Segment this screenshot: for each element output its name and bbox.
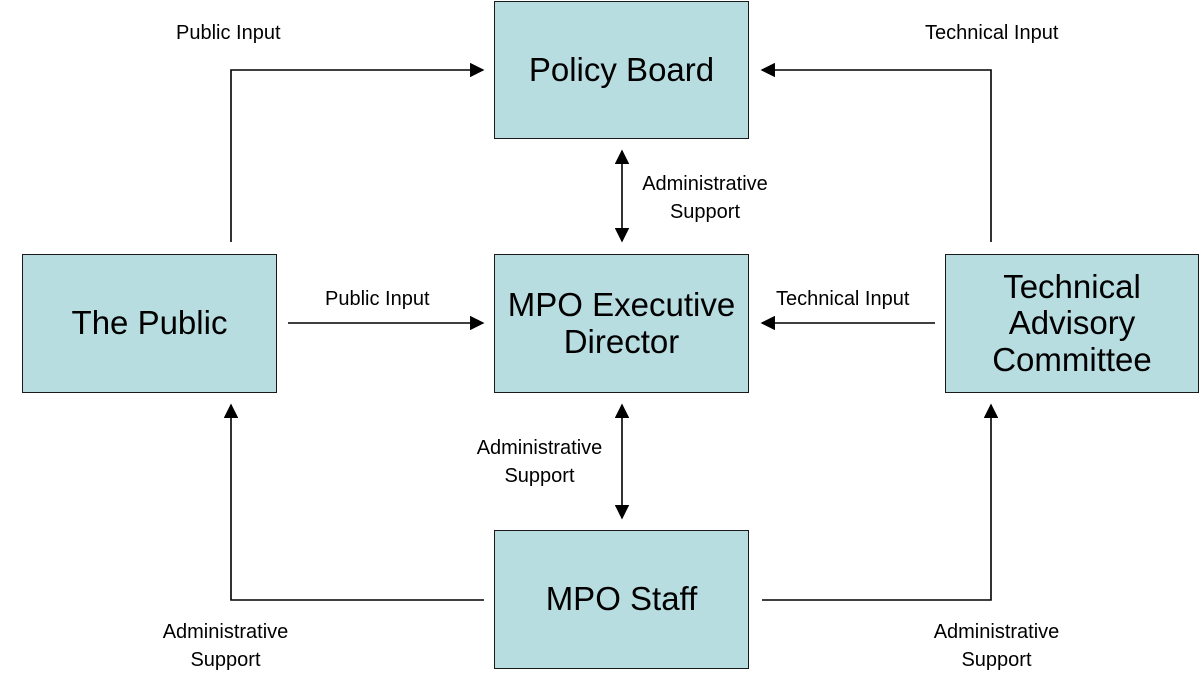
node-mpo-executive-director-label: MPO Executive Director [507, 286, 736, 360]
node-mpo-executive-director: MPO Executive Director [494, 254, 749, 393]
connector-public-to-board [230, 62, 485, 242]
edge-label-staff-to-tac: Administrative Support [933, 621, 1060, 671]
edge-label-tac-to-director: Technical Input [776, 288, 910, 310]
node-mpo-staff: MPO Staff [494, 530, 749, 669]
node-technical-advisory-committee-label: Technical Advisory Committee [992, 268, 1152, 378]
node-policy-board: Policy Board [494, 1, 749, 139]
edge-label-public-to-board: Public Input [176, 22, 281, 44]
node-policy-board-label: Policy Board [528, 50, 715, 88]
edge-label-tac-to-board: Technical Input [925, 22, 1059, 44]
connector-tac-to-board [760, 62, 992, 242]
node-mpo-staff-label: MPO Staff [545, 580, 698, 618]
node-the-public: The Public [22, 254, 277, 393]
node-the-public-label: The Public [71, 304, 228, 342]
edge-label-director-staff: Administrative Support [476, 437, 603, 487]
edge-label-staff-to-public: Administrative Support [162, 621, 289, 671]
edge-label-public-to-director: Public Input [325, 288, 430, 310]
edge-label-board-director: Administrative Support [642, 173, 768, 223]
connector-staff-to-tac [762, 403, 999, 601]
node-technical-advisory-committee: Technical Advisory Committee [945, 254, 1199, 393]
connector-staff-to-public [223, 403, 484, 601]
